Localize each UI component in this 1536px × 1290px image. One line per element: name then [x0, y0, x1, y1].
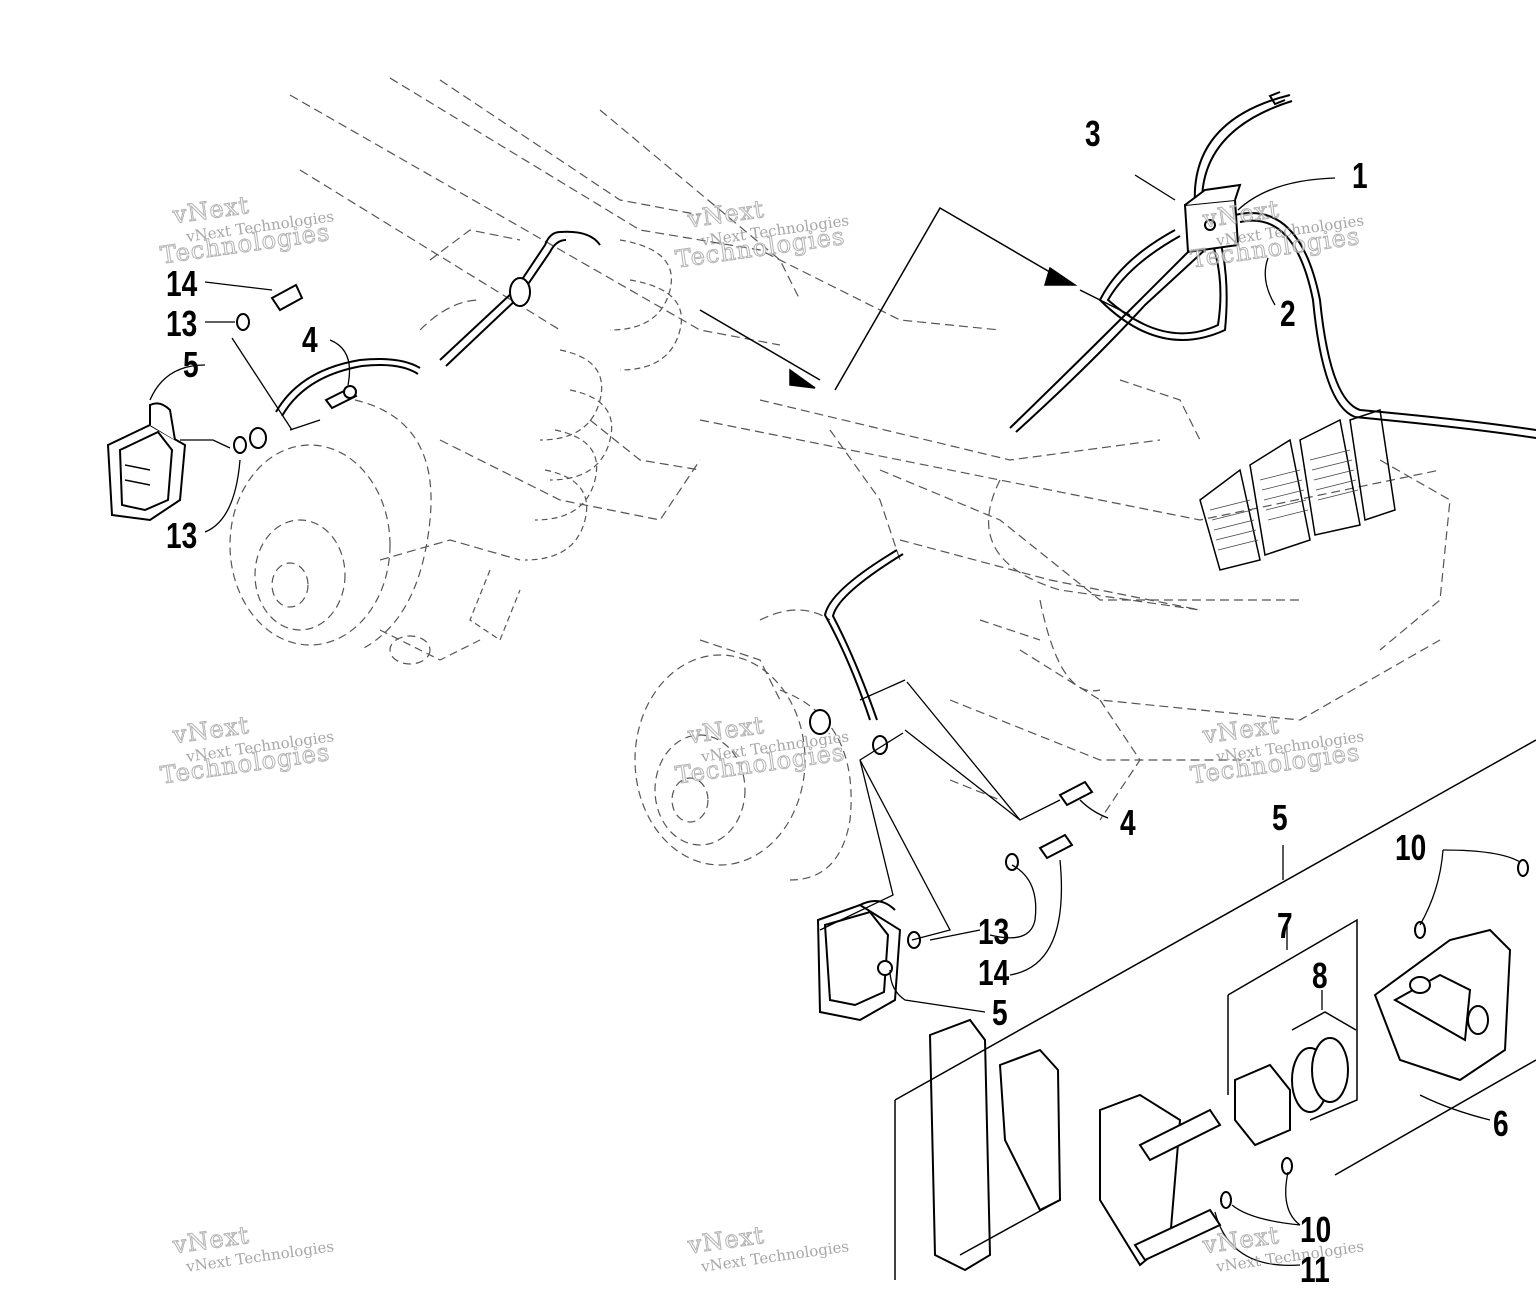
- radiator-grille: [1199, 409, 1396, 571]
- callout-5: 5: [992, 992, 1008, 1033]
- leader-lines: [149, 174, 1521, 1267]
- junction-block: [1183, 183, 1242, 254]
- callout-11: 11: [1300, 1249, 1330, 1290]
- exploded-frame: [894, 739, 1536, 1280]
- reference-arrow: [699, 206, 1131, 391]
- callout-5: 5: [183, 344, 199, 385]
- callout-14: 14: [978, 952, 1010, 993]
- callout-10: 10: [1395, 827, 1427, 868]
- callout-5: 5: [1272, 797, 1288, 838]
- callout-4: 4: [1120, 802, 1136, 843]
- left-rotor: [229, 399, 481, 665]
- callout-13: 13: [978, 911, 1010, 952]
- line-grommet: [509, 277, 531, 307]
- brake-lines: [275, 91, 1536, 721]
- exploded-view: [928, 859, 1529, 1272]
- callout-3: 3: [1085, 113, 1101, 154]
- left-caliper: [106, 402, 187, 522]
- callout-6: 6: [1493, 1103, 1509, 1144]
- callout-13: 13: [166, 515, 198, 556]
- callout-13: 13: [166, 303, 198, 344]
- chassis-outline: [289, 77, 1451, 821]
- callout-4: 4: [302, 319, 318, 360]
- shock-absorber: [469, 239, 682, 641]
- left-hardware: [233, 283, 358, 454]
- callout-2: 2: [1280, 293, 1296, 334]
- callout-8: 8: [1312, 955, 1328, 996]
- callout-14: 14: [166, 263, 198, 304]
- callout-7: 7: [1277, 905, 1293, 946]
- callout-1: 1: [1352, 155, 1368, 196]
- callout-10: 10: [1300, 1209, 1332, 1250]
- right-caliper: [816, 900, 902, 1022]
- grille-mesh: [1209, 449, 1359, 551]
